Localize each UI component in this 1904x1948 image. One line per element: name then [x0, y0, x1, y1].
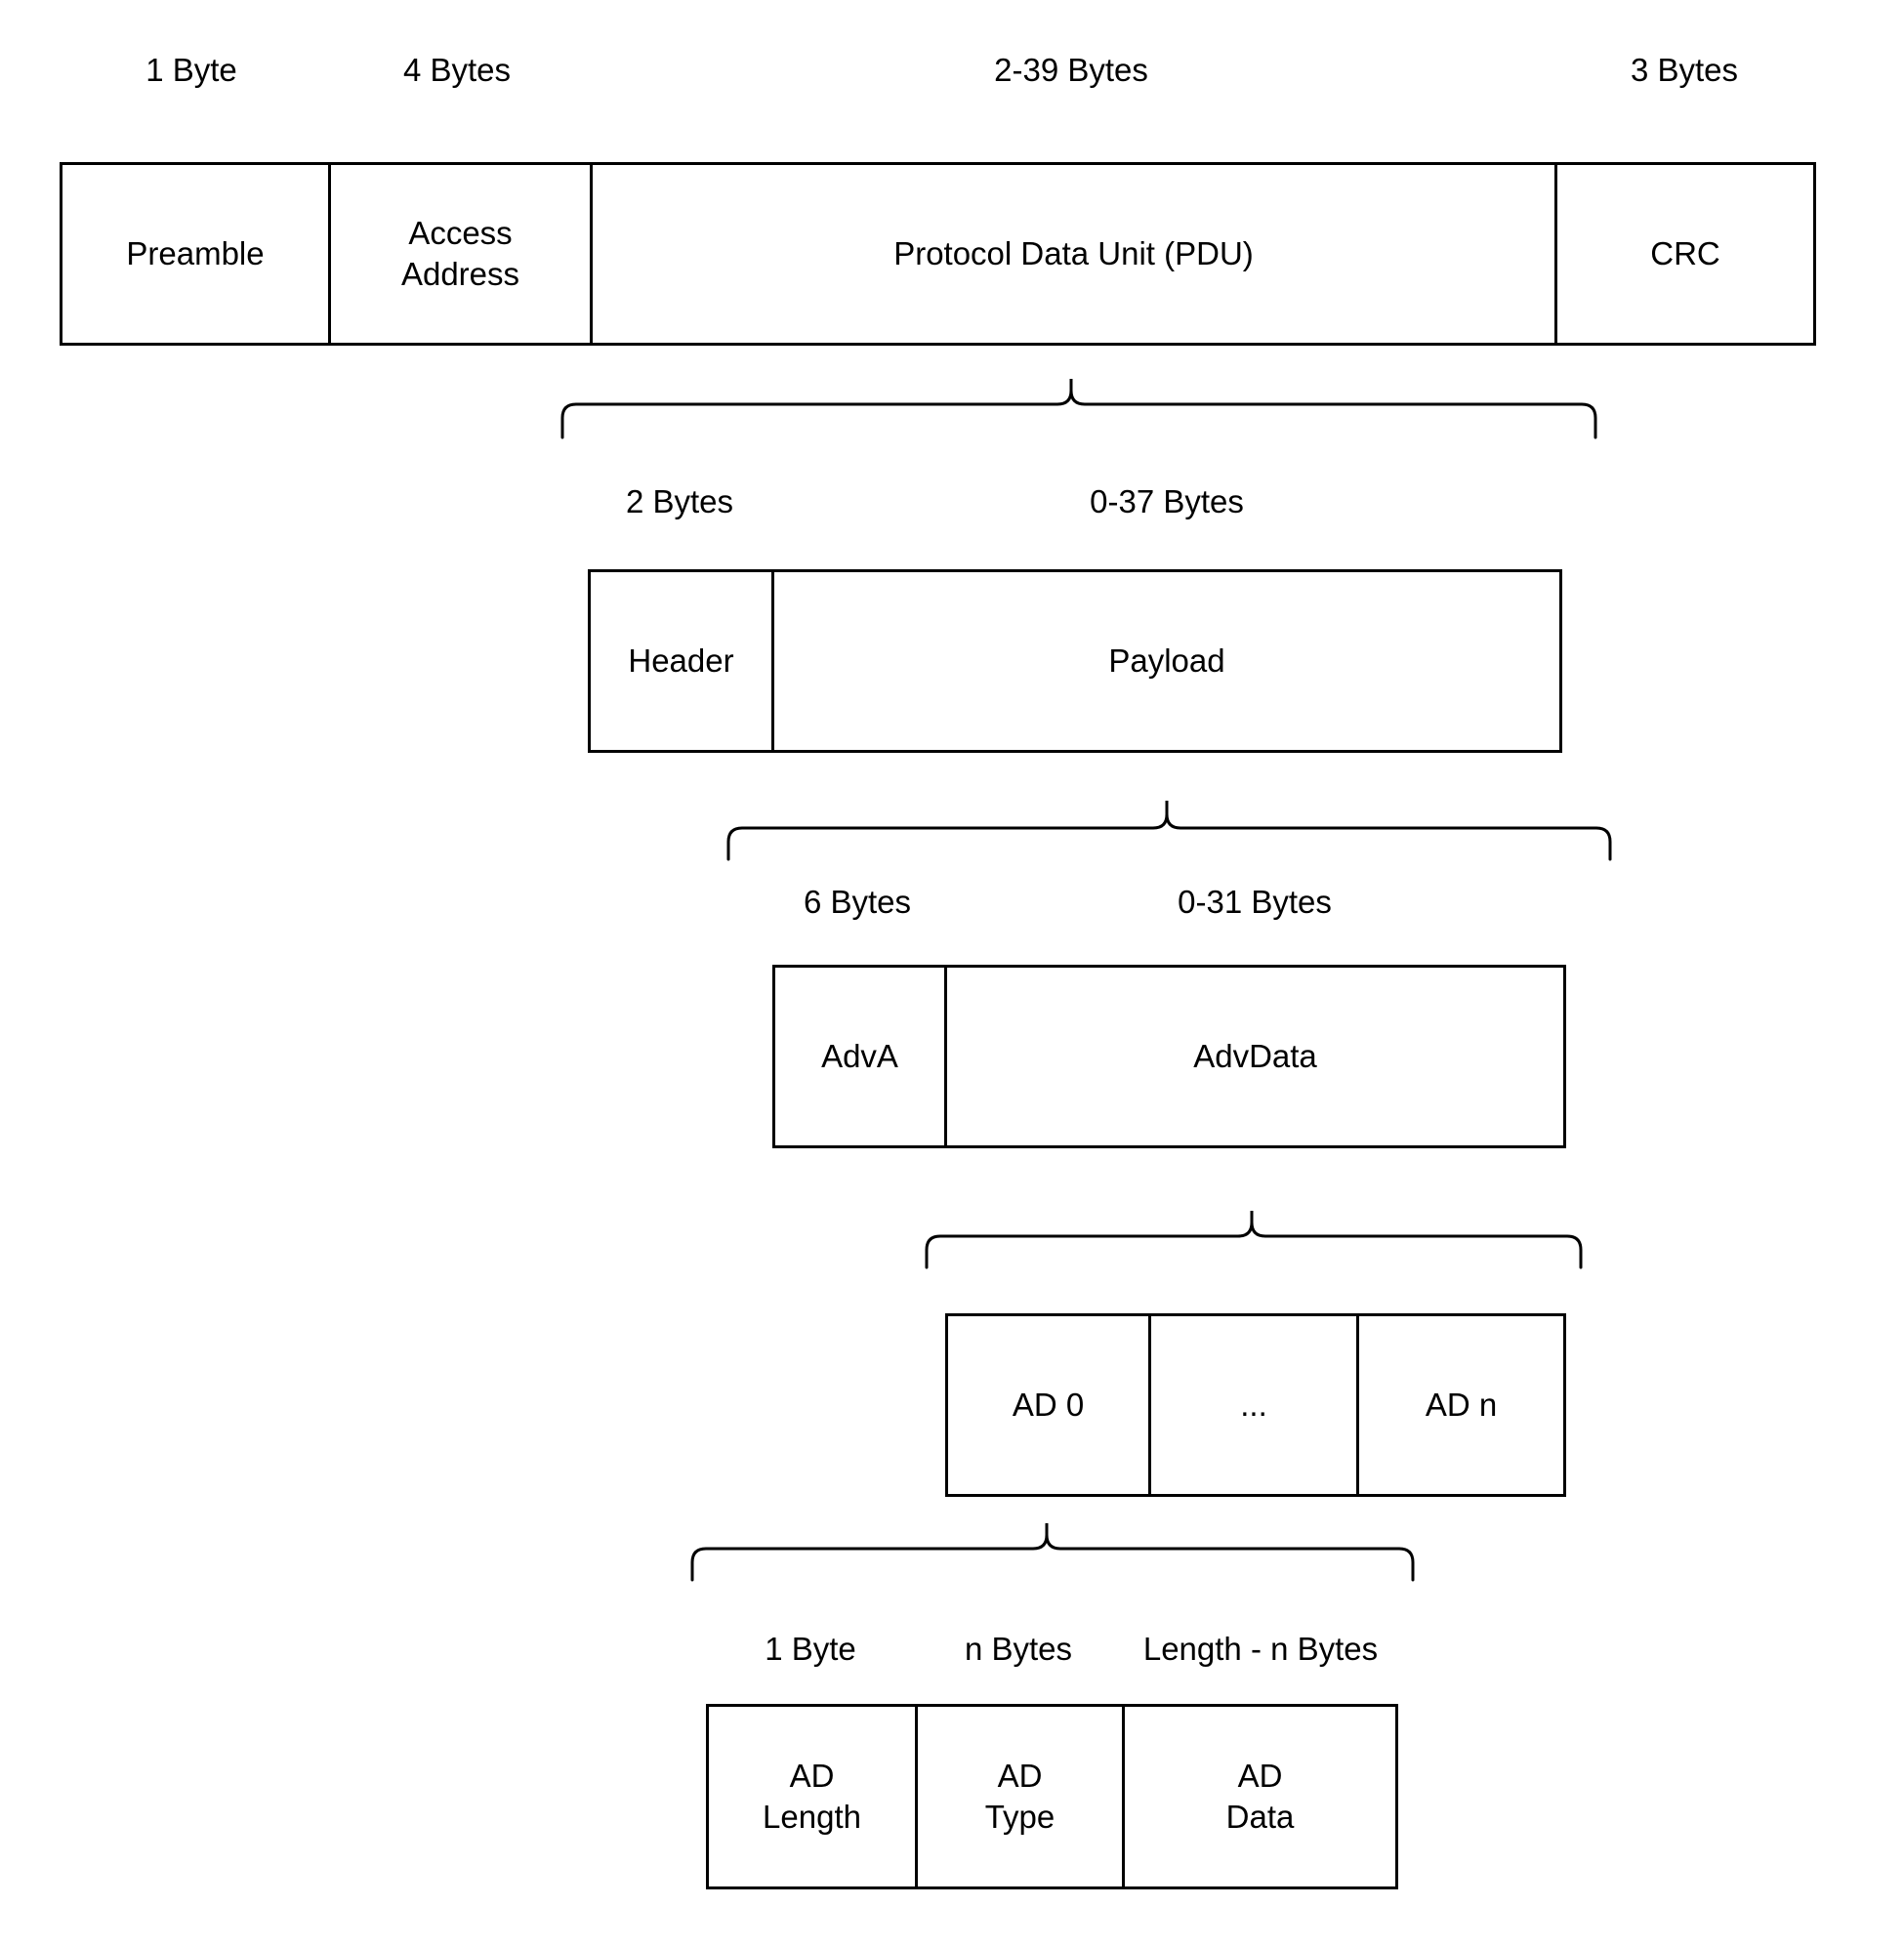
field-ad-0: AD 0 — [945, 1313, 1148, 1497]
size-label-header: 2 Bytes — [625, 483, 734, 519]
field-crc-label: CRC — [1650, 234, 1720, 271]
size-label-pdu: 2-39 Bytes — [994, 52, 1148, 88]
field-ad-ellipsis-label: ... — [1240, 1386, 1267, 1423]
brace-advdata-to-ad-list — [925, 1211, 1583, 1269]
size-label-ad-type: n Bytes — [964, 1631, 1073, 1667]
size-label-crc: 3 Bytes — [1630, 52, 1739, 88]
field-ad-0-label: AD 0 — [1012, 1386, 1085, 1423]
size-label-preamble: 1 Byte — [145, 52, 237, 88]
field-pdu-label: Protocol Data Unit (PDU) — [893, 234, 1254, 271]
size-label-payload: 0-37 Bytes — [1090, 483, 1244, 519]
field-preamble-label: Preamble — [126, 234, 265, 271]
brace-payload-to-adva-advdata — [726, 801, 1612, 861]
field-adva-label: AdvA — [821, 1037, 898, 1074]
field-adva: AdvA — [772, 965, 944, 1148]
field-pdu: Protocol Data Unit (PDU) — [590, 162, 1554, 346]
size-label-ad-data: Length - n Bytes — [1142, 1631, 1379, 1667]
brace-pdu-to-header-payload — [560, 379, 1597, 439]
field-payload-label: Payload — [1108, 642, 1225, 679]
size-label-ad-length: 1 Byte — [765, 1631, 856, 1667]
field-payload: Payload — [771, 569, 1562, 753]
field-crc: CRC — [1554, 162, 1816, 346]
field-advdata-label: AdvData — [1193, 1037, 1317, 1074]
field-header-label: Header — [628, 642, 734, 679]
size-label-adva: 6 Bytes — [803, 884, 912, 920]
size-label-advdata: 0-31 Bytes — [1178, 884, 1332, 920]
field-advdata: AdvData — [944, 965, 1566, 1148]
field-preamble: Preamble — [60, 162, 328, 346]
brace-ad0-to-ad-structure — [690, 1523, 1415, 1582]
field-ad-n-label: AD n — [1425, 1386, 1498, 1423]
field-ad-n: AD n — [1356, 1313, 1566, 1497]
size-label-access-address: 4 Bytes — [402, 52, 512, 88]
field-header: Header — [588, 569, 771, 753]
field-ad-ellipsis: ... — [1148, 1313, 1356, 1497]
